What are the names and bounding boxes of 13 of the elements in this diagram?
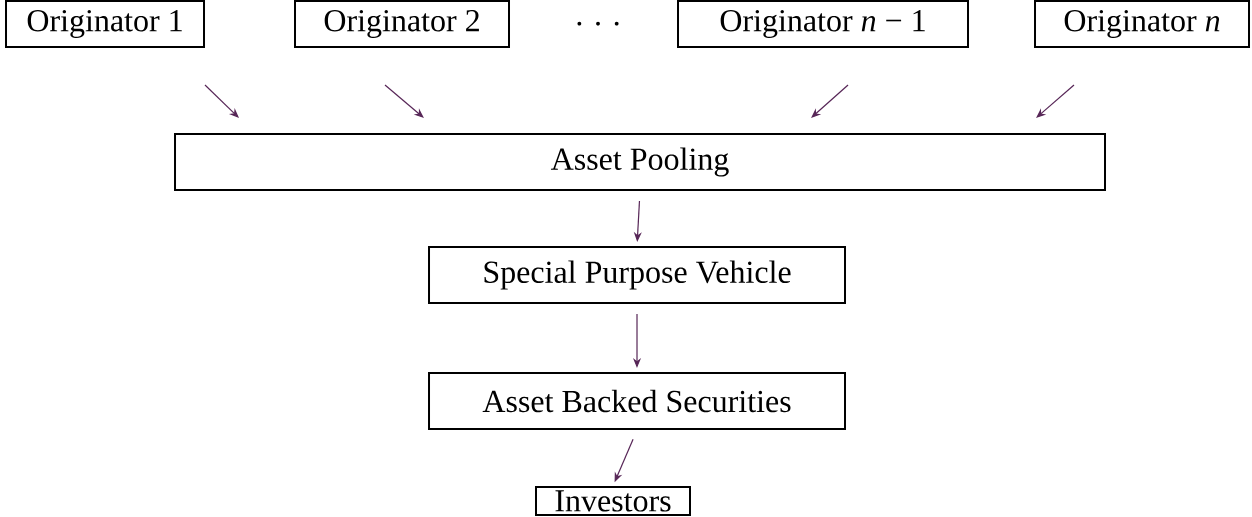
process-box: Originator n xyxy=(1034,0,1250,48)
process-box: Originator 2 xyxy=(294,0,510,48)
arrow xyxy=(811,84,849,118)
process-box: Originator n − 1 xyxy=(677,0,969,48)
process-box: Asset Pooling xyxy=(174,133,1106,191)
process-box: Asset Backed Securities xyxy=(428,372,846,430)
arrow xyxy=(384,84,424,118)
process-box: Originator 1 xyxy=(5,0,205,48)
arrow xyxy=(1036,84,1075,118)
process-box: Investors xyxy=(535,486,691,516)
arrow xyxy=(204,84,239,118)
ellipsis-text: · · · xyxy=(577,21,619,26)
process-box: Special Purpose Vehicle xyxy=(428,246,846,304)
